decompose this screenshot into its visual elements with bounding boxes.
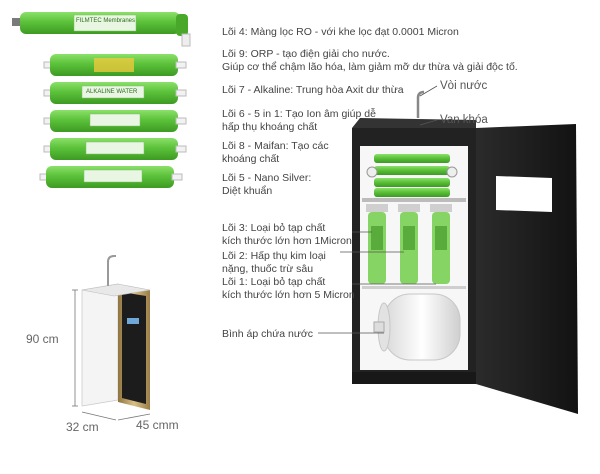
label-filter-1-line2: kích thước lớn hơn 5 Micron xyxy=(222,289,355,301)
label-filter-8-maifan-line1: Lõi 8 - Maifan: Tạo các xyxy=(222,140,329,152)
dimension-lines xyxy=(72,289,151,421)
dimension-height: 90 cm xyxy=(26,332,59,346)
cartridge-orp xyxy=(43,54,187,76)
label-valve: Van khóa xyxy=(440,114,488,126)
cartridge-maifan xyxy=(43,138,187,160)
label-filter-1-line1: Lõi 1: Loại bỏ tạp chất xyxy=(222,276,326,288)
label-filter-3-line2: kích thước lớn hơn 1Micron xyxy=(222,235,352,247)
label-filter-8-maifan-line2: khoáng chất xyxy=(222,153,280,165)
leader-lines xyxy=(318,85,438,334)
pressure-tank xyxy=(373,293,461,361)
product-thumbnail xyxy=(81,255,151,410)
label-filter-5-nano-line1: Lõi 5 - Nano Silver: xyxy=(222,172,312,184)
dimension-depth: 32 cm xyxy=(66,420,99,434)
label-filter-2-line1: Lõi 2: Hấp thụ kim loại xyxy=(222,250,326,262)
label-filter-4-ro: Lõi 4: Màng lọc RO - với khe lọc đạt 0.0… xyxy=(222,26,459,38)
cartridge-5in1 xyxy=(43,110,187,132)
cartridge-alkaline-label: ALKALINE WATER xyxy=(86,89,138,95)
dimension-width: 45 cmm xyxy=(136,418,179,432)
label-filter-3-line1: Lõi 3: Loại bỏ tạp chất xyxy=(222,222,326,234)
label-filter-9-orp-line1: Lõi 9: ORP - tạo điện giải cho nước. xyxy=(222,48,390,60)
ro-membrane-cartridge xyxy=(12,12,191,47)
cartridge-alkaline xyxy=(43,82,187,104)
cartridge-nano-silver xyxy=(39,166,183,188)
label-filter-5-nano-line2: Diệt khuẩn xyxy=(222,185,273,197)
main-cabinet xyxy=(352,90,476,384)
cabinet-door xyxy=(476,124,578,414)
label-tap: Vòi nước xyxy=(440,80,488,92)
label-filter-6-5in1-line2: hấp thụ khoáng chất xyxy=(222,121,318,133)
label-pressure-tank: Bình áp chứa nước xyxy=(222,328,313,340)
label-filter-2-line2: nặng, thuốc trừ sâu xyxy=(222,263,314,275)
label-filter-7-alkaline: Lõi 7 - Alkaline: Trung hòa Axit dư thừa xyxy=(222,84,404,96)
label-filter-6-5in1-line1: Lõi 6 - 5 in 1: Tạo Ion âm giúp dễ xyxy=(222,108,376,120)
cartridge-ro-label: FILMTEC Membranes xyxy=(76,18,136,24)
label-filter-9-orp-line2: Giúp cơ thể chậm lão hóa, làm giảm mỡ dư… xyxy=(222,61,518,73)
